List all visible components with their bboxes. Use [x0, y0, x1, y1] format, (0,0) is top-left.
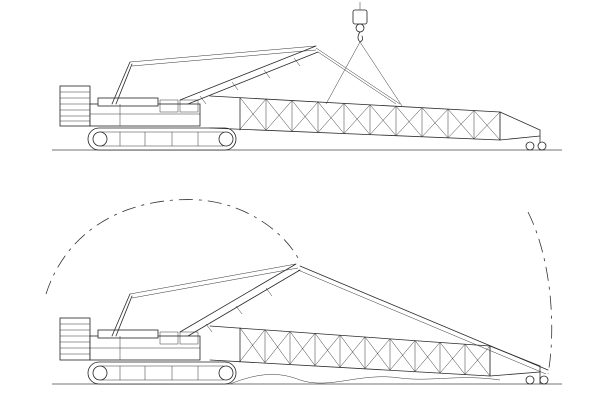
- lattice-boom-lower: [209, 325, 491, 377]
- lattice-brace: [317, 103, 345, 133]
- counter-swing-arc: [45, 199, 301, 295]
- top-panel: [52, 2, 562, 151]
- lattice-brace: [464, 345, 491, 375]
- lattice-brace: [447, 110, 475, 139]
- boom-tip-swing-arc: [527, 211, 553, 375]
- lattice-brace: [389, 340, 416, 371]
- lattice-brace: [289, 333, 316, 365]
- lattice-brace: [264, 331, 291, 363]
- counterweight-stack-lower: [59, 317, 91, 361]
- lattice-brace: [395, 107, 423, 136]
- lattice-brace: [339, 336, 366, 368]
- luffing-jib-strut: [179, 45, 319, 105]
- lattice-brace: [473, 111, 501, 140]
- bottom-panel: [45, 199, 562, 385]
- counterweight-stack: [59, 85, 91, 127]
- lattice-brace: [369, 106, 397, 135]
- lattice-brace: [239, 329, 266, 362]
- pendant-ropes: [129, 45, 401, 105]
- ground-dunnage: [229, 374, 501, 385]
- upper-works: [89, 97, 201, 127]
- upper-works-lower: [89, 329, 201, 361]
- gantry-mast-lower: [111, 293, 133, 337]
- crawler-track: [87, 127, 237, 151]
- assist-hook-block: [325, 2, 403, 107]
- gantry-mast: [111, 61, 133, 105]
- lattice-brace: [314, 334, 341, 366]
- lattice-boom: [209, 95, 501, 141]
- lattice-brace: [414, 342, 441, 372]
- lattice-brace: [239, 98, 267, 130]
- lattice-brace: [439, 344, 466, 374]
- lattice-brace: [421, 108, 449, 137]
- boom-tip: [499, 111, 547, 151]
- lattice-brace: [343, 104, 371, 134]
- crawler-track-lower: [87, 361, 237, 385]
- luffing-jib-strut-lower: [179, 263, 301, 337]
- boom-tip-lower: [489, 345, 549, 385]
- lattice-brace: [265, 100, 293, 131]
- lattice-brace: [291, 101, 319, 132]
- lattice-brace: [364, 338, 391, 369]
